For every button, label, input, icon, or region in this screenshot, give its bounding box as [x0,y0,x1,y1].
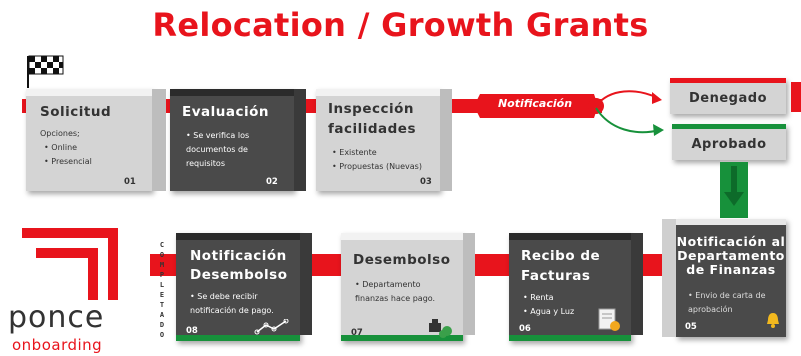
step-number: 07 [351,328,363,338]
step-title: Inspección [328,101,415,117]
step-title: Facturas [521,268,591,284]
step-item: Envio de carta de aprobación [688,289,768,317]
step-title: Evaluación [182,104,269,120]
step-intro: Opciones; [40,129,80,138]
step-number: 02 [266,177,278,187]
card-side [152,89,166,191]
step-card-07: Desembolso Departamento finanzas hace pa… [341,233,463,341]
step-item: Departamento finanzas hace pago. [355,278,441,306]
card-side [440,89,452,191]
step-item: Renta [523,291,574,305]
step-card-03: Inspección facilidades Existente Propues… [316,89,440,191]
step-number: 01 [124,177,136,187]
step-item: Se debe recibir notificación de pago. [190,290,296,318]
approved-box: Aprobado [672,124,786,160]
card-side [631,233,643,335]
checkered-flag-icon [27,55,64,88]
step-item: Online [44,141,92,155]
step-item: Se verifica los documentos de requisitos [186,129,286,171]
step-title: Desembolso [190,267,288,283]
top-flow-bar [22,99,602,113]
step-title: Solicitud [40,104,112,120]
step-number: 03 [420,177,432,187]
card-side [294,89,306,191]
card-side [463,233,475,335]
step-title: Departamento [677,248,785,263]
step-item: Presencial [44,155,92,169]
chart-line-icon [254,319,289,335]
step-card-01: Solicitud Opciones; Online Presencial 01 [26,89,152,191]
step-number: 05 [685,322,697,332]
step-title: de Finanzas [686,262,776,277]
step-card-08: Notificación Desembolso Se debe recibir … [176,233,300,341]
step-title: Notificación al [676,234,786,249]
step-number: 06 [519,324,531,334]
step-item: Agua y Luz [523,305,574,319]
logo-mark [22,228,118,300]
alarm-bell-icon [767,313,779,328]
step-title: Desembolso [353,252,451,268]
branch-arrows [595,90,664,136]
logo-word-onboarding: onboarding [12,336,103,354]
step-title: Recibo de [521,248,601,264]
step-title: facilidades [328,121,416,137]
step-number: 08 [186,326,198,336]
denied-label: Denegado [689,91,767,106]
step-title: Notificación [190,248,287,264]
down-arrow-icon [724,166,744,206]
step-card-06: Recibo de Facturas Renta Agua y Luz 06 [509,233,631,341]
denied-box: Denegado [670,78,786,114]
completado-label: C O M P L E T A D O [159,241,165,339]
denied-edge [791,82,801,112]
step-card-05: Notificación al Departamento de Finanzas… [676,219,786,337]
card-side [300,233,312,335]
invoice-icon [598,308,620,331]
page-title: Relocation / Growth Grants [152,6,649,44]
step-card-02: Evaluación Se verifica los documentos de… [170,89,294,191]
notificacion-label: Notificación [497,97,573,110]
step-item: Propuestas (Nuevas) [332,160,422,174]
approved-label: Aprobado [691,137,767,152]
money-icon [429,319,452,338]
card-side [662,219,676,337]
step-item: Existente [332,146,422,160]
logo-word-ponce: ponce [8,300,105,335]
